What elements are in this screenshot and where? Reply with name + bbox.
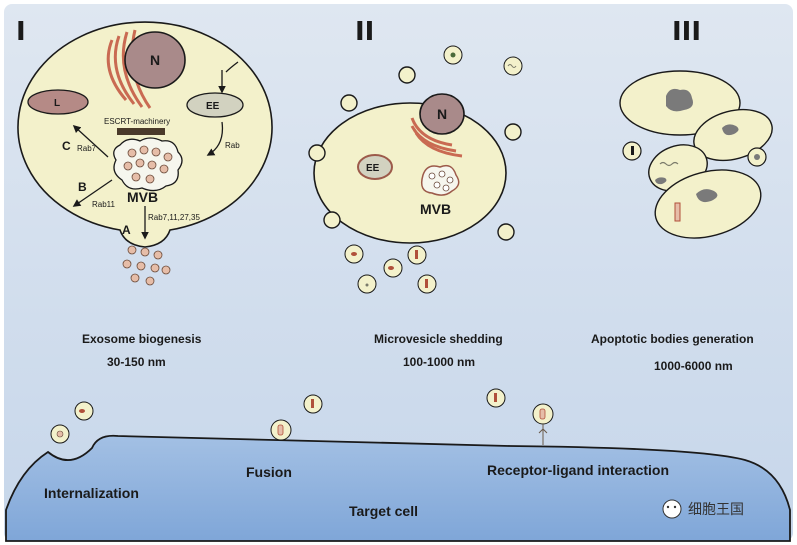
route-c-arrow: [72, 124, 109, 158]
incoming-vesicles: [50, 388, 554, 445]
escrt-machinery-bar: [117, 128, 165, 135]
intraluminal-vesicles: [123, 145, 173, 184]
panel-numeral-2: II: [355, 17, 374, 47]
lysosome-label: L: [54, 98, 60, 109]
fusion-label: Fusion: [246, 464, 292, 480]
panel-numeral-3: III: [672, 17, 701, 47]
receptor-ligand-label: Receptor-ligand interaction: [487, 462, 669, 478]
apoptotic-bodies: [619, 70, 773, 239]
nucleus-2: [419, 93, 465, 135]
nucleus: [124, 31, 186, 89]
endocytosis-curve: [225, 61, 239, 73]
shed-microvesicles: [344, 45, 523, 294]
microvesicle-cell-membrane: [313, 102, 507, 244]
apoptotic-body-4: [654, 169, 762, 239]
early-endosome-2: [357, 154, 393, 180]
target-cell-label: Target cell: [349, 503, 418, 519]
route-b-arrow: [72, 179, 113, 207]
early-endosome: [186, 92, 244, 118]
ee-to-mvb-arrow: [206, 121, 224, 156]
rab7-label: Rab7: [77, 144, 97, 153]
caption-apoptotic-size: 1000-6000 nm: [654, 359, 733, 373]
exosome-cell: N EE Rab L ESCRT-machinery MVB C Rab7 B: [17, 21, 273, 286]
nucleus-2-label: N: [437, 106, 447, 122]
mvb-2-vesicles: [428, 170, 454, 192]
route-a-label: A: [122, 223, 131, 237]
nucleus-label: N: [150, 52, 160, 68]
rab-multi-label: Rab7,11,27,35: [148, 213, 200, 222]
early-endosome-label: EE: [206, 101, 220, 112]
internalization-label: Internalization: [44, 485, 139, 501]
caption-exosome-title: Exosome biogenesis: [82, 332, 202, 346]
early-endosome-2-label: EE: [366, 163, 380, 174]
rab11-label: Rab11: [92, 200, 116, 209]
released-exosomes: [122, 245, 171, 286]
golgi-apparatus-2: [410, 117, 463, 158]
watermark-text: 细胞王国: [688, 502, 744, 518]
caption-apoptotic-title: Apoptotic bodies generation: [591, 332, 754, 346]
apoptotic-body-2: [693, 108, 773, 162]
caption-microvesicle-title: Microvesicle shedding: [374, 332, 503, 346]
route-b-label: B: [78, 180, 87, 194]
escrt-label: ESCRT-machinery: [104, 117, 170, 126]
target-cell: [5, 434, 791, 542]
membrane-buds: [308, 66, 522, 241]
wechat-icon: [662, 499, 682, 519]
mvb-2-label: MVB: [420, 201, 451, 217]
rab-ee-label: Rab: [225, 141, 240, 150]
lysosome: [27, 89, 89, 115]
watermark: 细胞王国: [662, 499, 744, 519]
microvesicle-cell: N EE MVB: [308, 45, 523, 294]
route-c-label: C: [62, 139, 71, 153]
nuclear-fragment-1: [666, 88, 693, 112]
caption-exosome-size: 30-150 nm: [107, 355, 166, 369]
panel-numeral-1: I: [16, 17, 26, 47]
mvb-label: MVB: [127, 189, 158, 205]
caption-microvesicle-size: 100-1000 nm: [403, 355, 475, 369]
nuclear-fragment-2: [722, 124, 739, 136]
